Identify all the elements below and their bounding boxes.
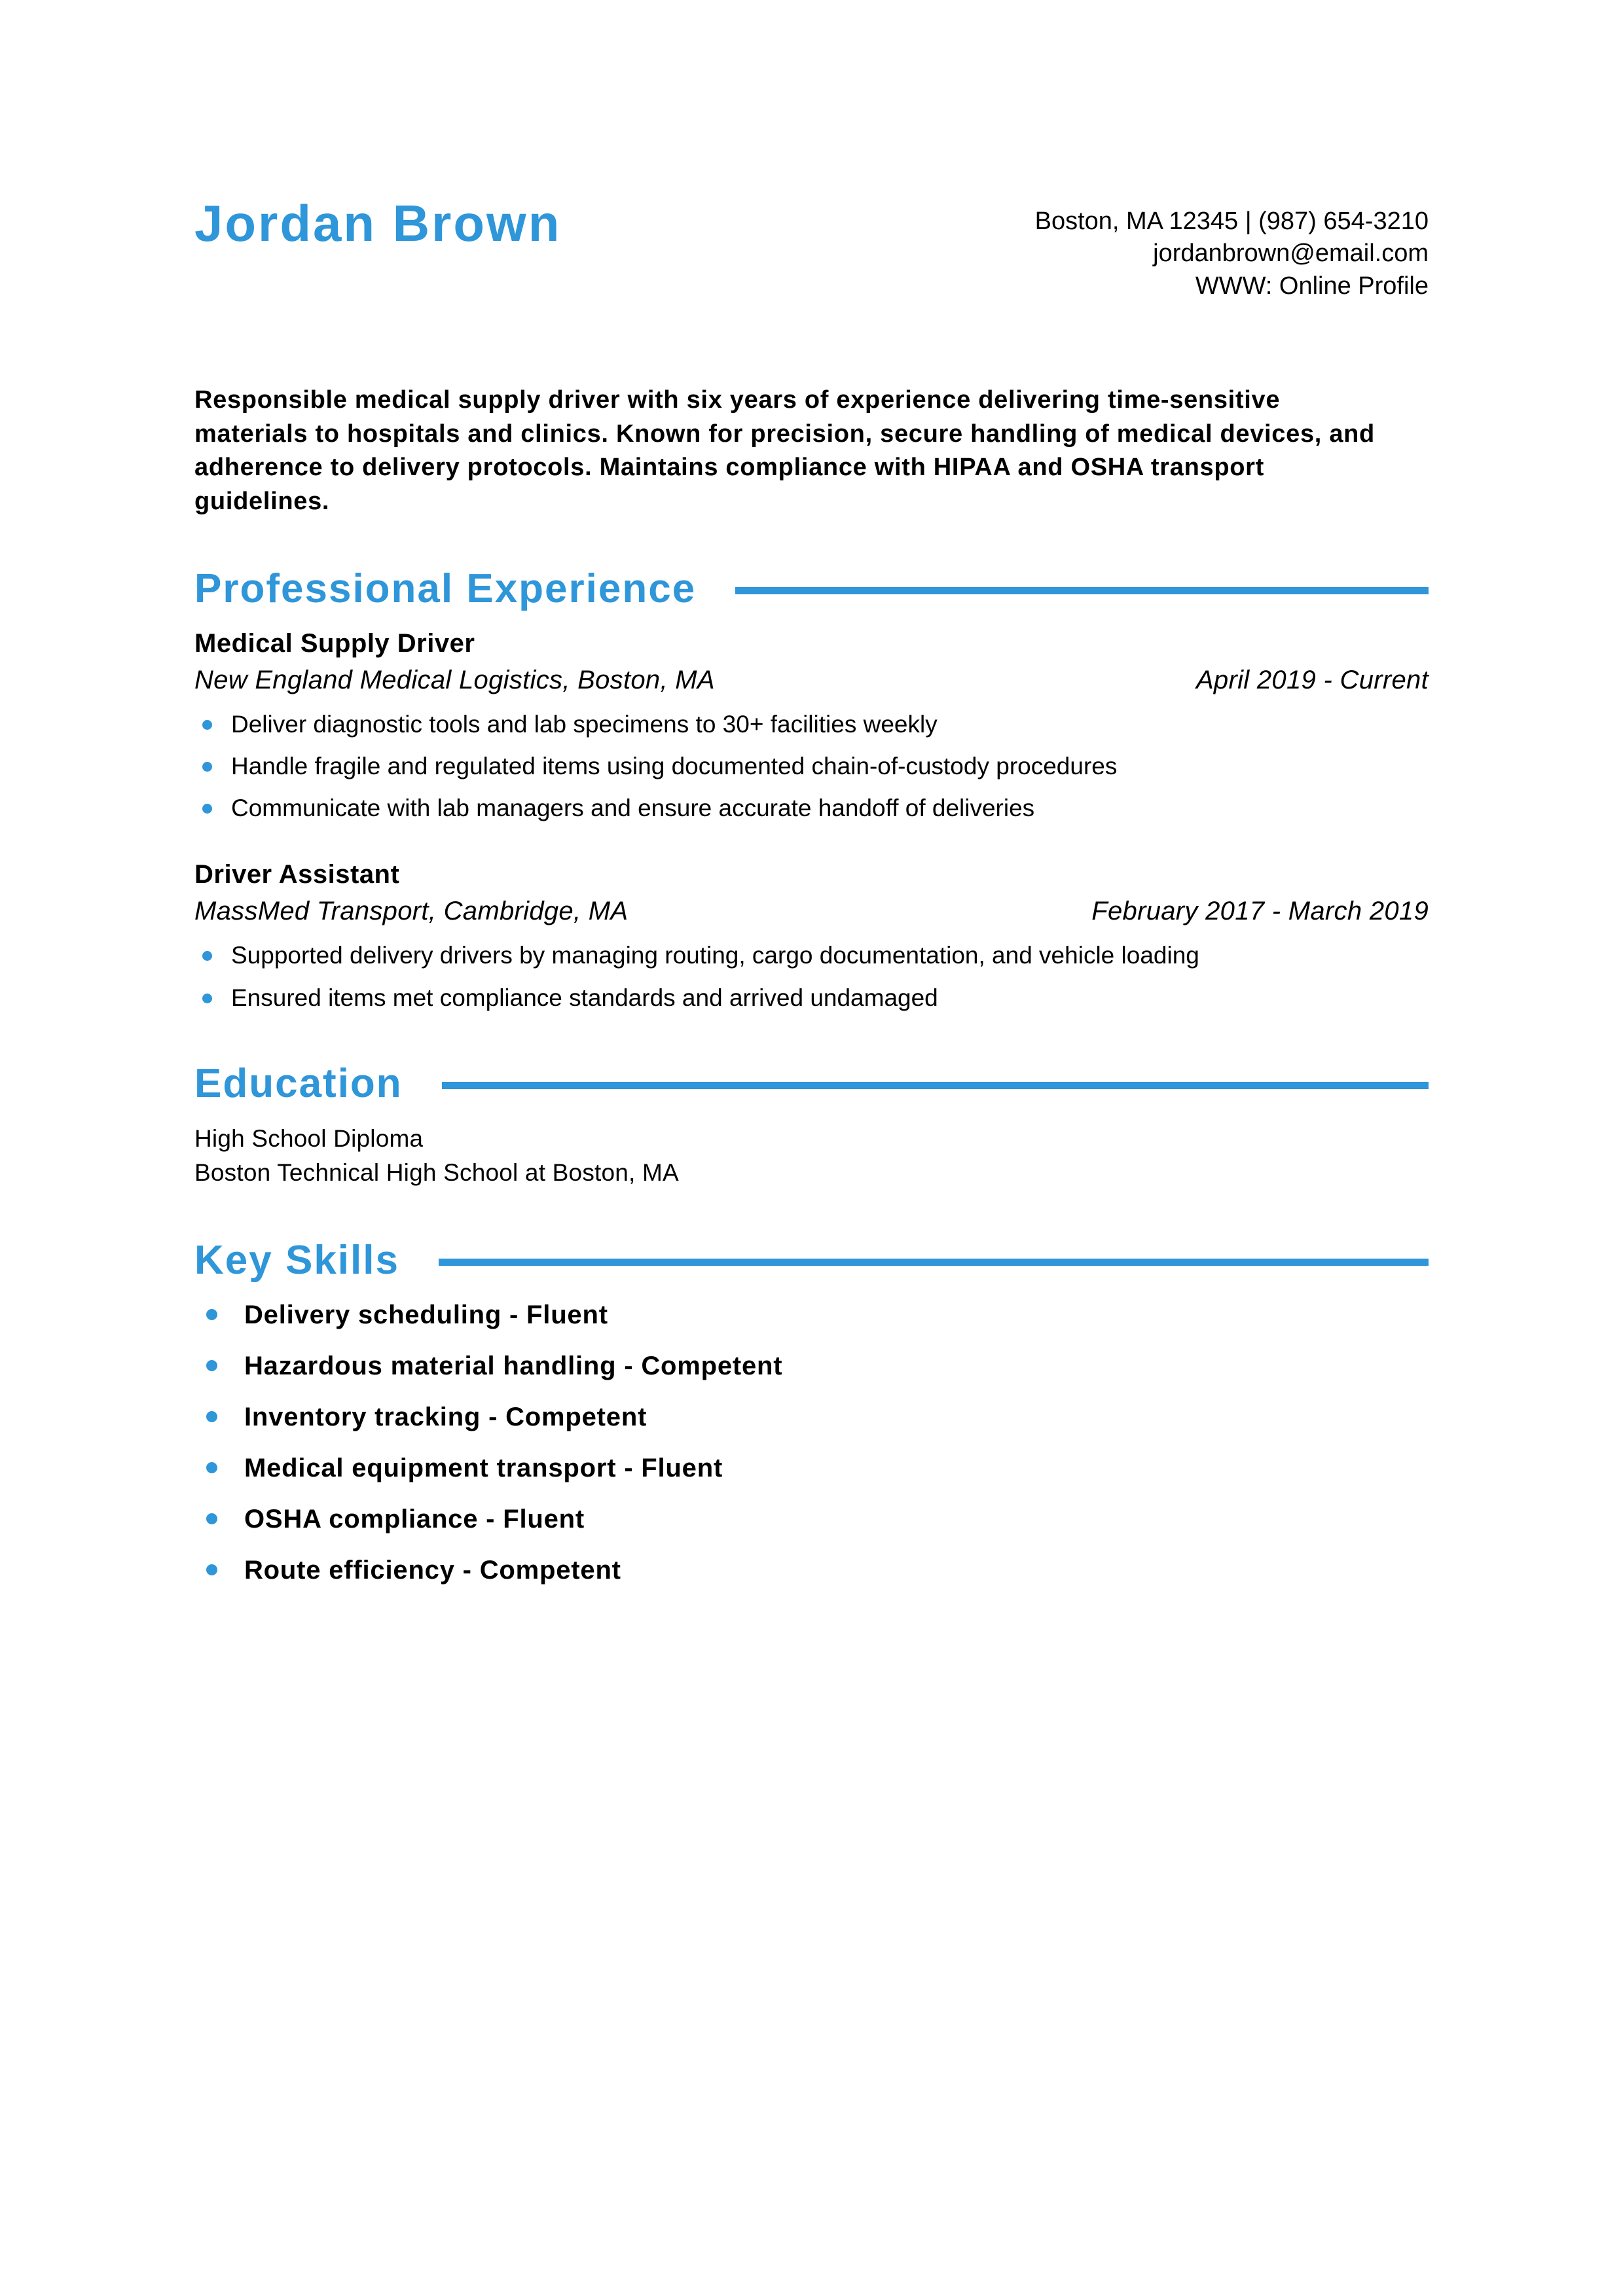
skill-item: OSHA compliance - Fluent: [194, 1503, 1429, 1535]
skill-item: Route efficiency - Competent: [194, 1554, 1429, 1587]
skill-item: Medical equipment transport - Fluent: [194, 1452, 1429, 1484]
skill-item: Hazardous material handling - Competent: [194, 1350, 1429, 1382]
experience-item: Driver Assistant MassMed Transport, Camb…: [194, 858, 1429, 1013]
job-bullet: Deliver diagnostic tools and lab specime…: [194, 709, 1410, 740]
job-dates: April 2019 - Current: [1195, 665, 1429, 694]
professional-summary: Responsible medical supply driver with s…: [194, 386, 1375, 516]
job-bullet-list: Deliver diagnostic tools and lab specime…: [194, 709, 1429, 824]
job-meta: MassMed Transport, Cambridge, MA Februar…: [194, 895, 1429, 928]
job-title: Medical Supply Driver: [194, 628, 475, 658]
job-meta: New England Medical Logistics, Boston, M…: [194, 664, 1429, 697]
contact-website: WWW: Online Profile: [1195, 272, 1429, 300]
skill-item: Inventory tracking - Competent: [194, 1401, 1429, 1433]
job-bullet: Communicate with lab managers and ensure…: [194, 793, 1410, 824]
section-header-education: Education: [194, 1062, 1429, 1105]
job-bullet: Ensured items met compliance standards a…: [194, 982, 1410, 1014]
section-header-skills: Key Skills: [194, 1239, 1429, 1282]
section-header-experience: Professional Experience: [194, 567, 1429, 610]
section-rule-skills: [438, 1258, 1429, 1266]
section-rule-education: [441, 1081, 1429, 1089]
resume-header: Jordan Brown Boston, MA 12345 | (987) 65…: [194, 196, 1429, 321]
education-school: Boston Technical High School at Boston, …: [194, 1159, 679, 1187]
skill-item: Delivery scheduling - Fluent: [194, 1299, 1429, 1331]
job-bullet-list: Supported delivery drivers by managing r…: [194, 940, 1429, 1013]
contact-email: jordanbrown@email.com: [1153, 240, 1429, 268]
job-title: Driver Assistant: [194, 860, 400, 889]
education-entry: High School Diploma Boston Technical Hig…: [194, 1122, 1429, 1191]
contact-block: Boston, MA 12345 | (987) 654-3210 jordan…: [1035, 196, 1429, 302]
experience-item: Medical Supply Driver New England Medica…: [194, 627, 1429, 824]
job-bullet: Handle fragile and regulated items using…: [194, 751, 1410, 782]
job-organization: New England Medical Logistics, Boston, M…: [194, 665, 715, 694]
job-dates: February 2017 - March 2019: [1091, 897, 1429, 926]
experience-list: Medical Supply Driver New England Medica…: [194, 627, 1429, 1014]
skills-list: Delivery scheduling - Fluent Hazardous m…: [194, 1299, 1429, 1587]
section-title-skills: Key Skills: [194, 1237, 399, 1283]
education-degree: High School Diploma: [194, 1124, 424, 1152]
contact-location-phone: Boston, MA 12345 | (987) 654-3210: [1034, 207, 1429, 235]
job-bullet: Supported delivery drivers by managing r…: [194, 940, 1410, 971]
section-rule-experience: [735, 586, 1429, 594]
job-organization: MassMed Transport, Cambridge, MA: [194, 897, 629, 926]
candidate-name: Jordan Brown: [194, 194, 562, 252]
section-title-education: Education: [194, 1060, 403, 1106]
section-title-experience: Professional Experience: [194, 565, 697, 611]
